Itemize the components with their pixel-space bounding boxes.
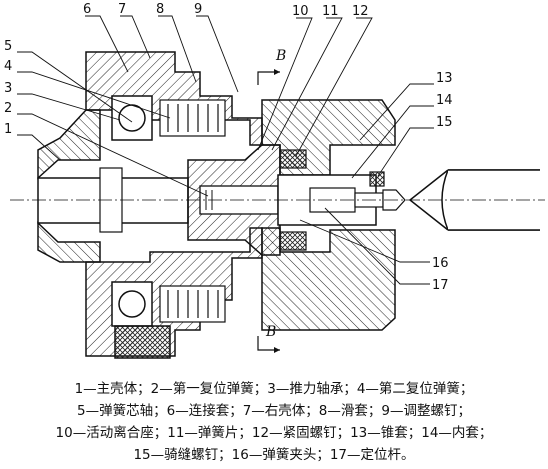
part-number-10: 10 bbox=[292, 4, 309, 19]
part-number-14: 14 bbox=[436, 93, 453, 108]
part-number-2: 2 bbox=[4, 101, 12, 116]
legend-line: 1—主壳体；2—第一复位弹簧；3—推力轴承；4—第二复位弹簧； bbox=[74, 381, 474, 397]
section-marker-top: B bbox=[257, 48, 286, 85]
legend-line: 5—弹簧芯轴；6—连接套；7—右壳体；8—滑套；9—调整螺钉； bbox=[77, 403, 471, 419]
parts-legend: 1—主壳体；2—第一复位弹簧；3—推力轴承；4—第二复位弹簧； 5—弹簧芯轴；6… bbox=[8, 378, 540, 466]
part-number-7: 7 bbox=[118, 2, 126, 17]
legend-line: 10—活动离合座；11—弹簧片；12—紧固螺钉；13—锥套；14—内套； bbox=[55, 425, 493, 441]
part-number-6: 6 bbox=[83, 2, 91, 17]
second-return-spring-top bbox=[159, 99, 226, 137]
cross-section-drawing: B B 6 7 8 bbox=[4, 2, 545, 359]
leader-lines bbox=[17, 15, 434, 285]
section-label-top: B bbox=[275, 48, 286, 64]
part-number-8: 8 bbox=[156, 2, 164, 17]
part-number-16: 16 bbox=[432, 256, 449, 271]
part-number-15: 15 bbox=[436, 115, 453, 130]
part-number-11: 11 bbox=[322, 4, 339, 19]
knurled-ring bbox=[114, 325, 171, 359]
fastening-screw-top bbox=[279, 149, 307, 169]
fastening-screw-bottom bbox=[279, 231, 307, 251]
part-number-13: 13 bbox=[436, 71, 453, 86]
part-number-17: 17 bbox=[432, 278, 449, 293]
part-number-9: 9 bbox=[194, 2, 202, 17]
part-number-3: 3 bbox=[4, 81, 12, 96]
part-number-4: 4 bbox=[4, 59, 12, 74]
legend-line: 15—骑缝螺钉；16—弹簧夹头；17—定位杆。 bbox=[133, 447, 415, 463]
second-return-spring-bottom bbox=[159, 285, 226, 323]
riding-seam-screw bbox=[369, 171, 385, 187]
thrust-bearing-bottom bbox=[111, 281, 153, 327]
main-shaft bbox=[37, 109, 189, 263]
part-number-5: 5 bbox=[4, 39, 12, 54]
part-number-12: 12 bbox=[352, 4, 369, 19]
section-marker-bottom: B bbox=[257, 324, 280, 353]
section-label-bottom: B bbox=[265, 324, 276, 340]
thrust-bearing-top bbox=[111, 95, 153, 141]
part-number-1: 1 bbox=[4, 122, 12, 137]
